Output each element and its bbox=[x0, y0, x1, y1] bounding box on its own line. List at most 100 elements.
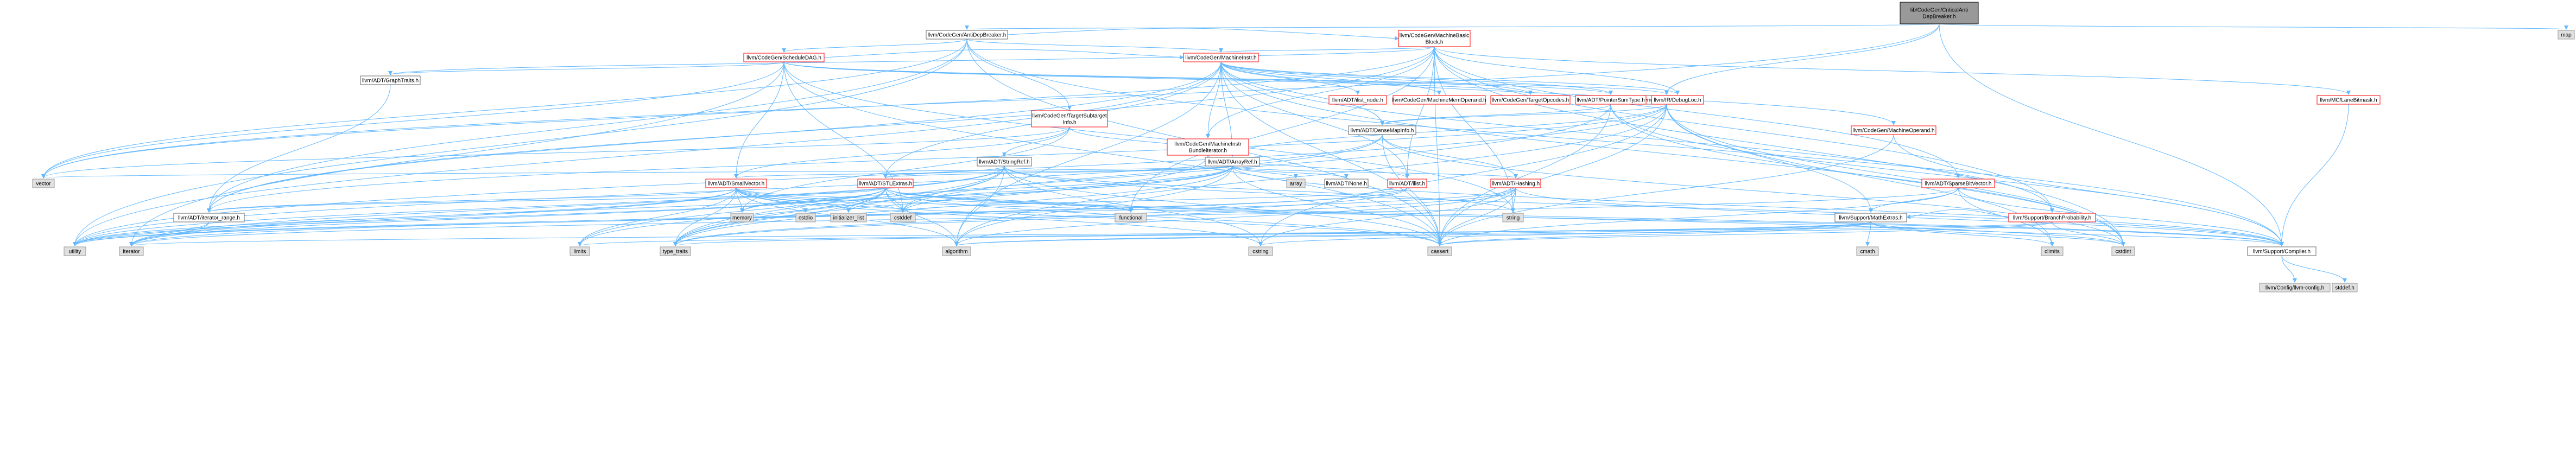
dependency-edge bbox=[673, 221, 1871, 246]
dependency-edge bbox=[954, 165, 1233, 246]
dependency-edge bbox=[1004, 165, 2284, 246]
dependency-edge bbox=[1893, 134, 2284, 246]
graph-node-pst[interactable]: llvm/ADT/PointerSumType.h bbox=[1575, 95, 1647, 105]
dependency-edge bbox=[1906, 209, 2009, 219]
graph-node-box bbox=[926, 30, 1008, 40]
graph-node-mop[interactable]: llvm/CodeGen/MachineOperand.h bbox=[1851, 125, 1936, 135]
graph-node-label: Info.h bbox=[1062, 120, 1076, 126]
graph-node-label: cstddef bbox=[894, 215, 912, 221]
dependency-edge bbox=[1380, 104, 1667, 125]
graph-node-debugloc[interactable]: llvm/IR/DebugLoc.h bbox=[1651, 95, 1704, 105]
graph-node-label: llvm/ADT/ArrayRef.h bbox=[1207, 160, 1257, 165]
dependency-edge bbox=[673, 165, 1005, 246]
dependency-edge bbox=[1438, 187, 1516, 246]
dependency-edge bbox=[73, 134, 1383, 246]
dependency-edge bbox=[129, 187, 886, 246]
dependency-edge bbox=[1434, 46, 1680, 95]
graph-node-hashing[interactable]: llvm/ADT/Hashing.h bbox=[1490, 179, 1541, 188]
dependency-edge bbox=[966, 23, 1940, 30]
graph-node-box bbox=[2041, 246, 2064, 256]
graph-node-label: llvm/Support/Compiler.h bbox=[2253, 249, 2311, 255]
dependency-edge bbox=[1865, 221, 1871, 246]
dependency-edge bbox=[1870, 221, 2054, 246]
graph-node-typetraits: type_traits bbox=[660, 246, 691, 256]
graph-node-box bbox=[119, 246, 144, 256]
graph-node-box bbox=[942, 246, 971, 256]
dependency-edge bbox=[885, 187, 1442, 246]
graph-node-label: llvm/ADT/SparseBitVector.h bbox=[1925, 181, 1992, 187]
graph-node-label: utility bbox=[69, 249, 81, 255]
graph-node-box bbox=[660, 246, 691, 256]
graph-node-box bbox=[1167, 138, 1249, 156]
graph-node-climits: climits bbox=[2041, 246, 2064, 256]
graph-node-sdag[interactable]: llvm/CodeGen/ScheduleDAG.h bbox=[743, 53, 825, 62]
graph-node-itrange[interactable]: llvm/ADT/iterator_range.h bbox=[173, 213, 245, 222]
graph-node-label: llvm/Config/llvm-config.h bbox=[2265, 285, 2324, 291]
dependency-edge bbox=[1939, 23, 2284, 246]
dependency-edge bbox=[1438, 187, 1959, 246]
graph-node-iterh[interactable]: llvm/ADT/ilist.h bbox=[1387, 179, 1427, 188]
graph-node-dmi[interactable]: llvm/ADT/DenseMapInfo.h bbox=[1348, 125, 1416, 135]
dependency-edge bbox=[1382, 134, 1442, 246]
graph-node-mmo[interactable]: llvm/CodeGen/MachineMemOperand.h bbox=[1392, 95, 1486, 105]
graph-node-label: algorithm bbox=[945, 249, 967, 255]
graph-node-lanebitmask[interactable]: llvm/MC/LaneBitmask.h bbox=[2316, 95, 2381, 105]
graph-node-iterator: iterator bbox=[119, 246, 144, 256]
graph-node-box bbox=[32, 179, 55, 188]
graph-node-mathextras[interactable]: llvm/Support/MathExtras.h bbox=[1834, 213, 1907, 222]
graph-node-label: array bbox=[1290, 181, 1302, 187]
graph-node-label: cmath bbox=[1860, 249, 1875, 255]
graph-node-mi[interactable]: llvm/CodeGen/MachineInstr.h bbox=[1183, 53, 1259, 62]
dependency-edge bbox=[1220, 61, 2054, 213]
dependency-edge bbox=[1206, 46, 1435, 138]
graph-node-cstddef: cstddef bbox=[890, 213, 916, 222]
graph-node-label: Bundlelterator.h bbox=[1189, 148, 1227, 154]
graph-node-utility: utility bbox=[64, 246, 86, 256]
graph-node-smallvector[interactable]: llvm/ADT/SmallVector.h bbox=[705, 179, 767, 188]
dependency-edge bbox=[954, 61, 1221, 246]
dependency-edge bbox=[2280, 104, 2349, 246]
graph-node-sparsebv[interactable]: llvm/ADT/SparseBitVector.h bbox=[1921, 179, 1995, 188]
dependency-edge bbox=[966, 39, 1223, 53]
graph-node-branchprob[interactable]: llvm/Support/BranchProbability.h bbox=[2008, 213, 2096, 222]
dependency-edge bbox=[207, 187, 737, 213]
dependency-edge bbox=[824, 49, 1184, 60]
dependency-edge bbox=[1405, 46, 1435, 179]
graph-node-box bbox=[1427, 246, 1452, 256]
graph-node-cmath: cmath bbox=[1856, 246, 1879, 256]
graph-node-arrayref[interactable]: llvm/ADT/ArrayRef.h bbox=[1205, 157, 1260, 167]
dependency-edge bbox=[954, 221, 1871, 246]
graph-node-vector: vector bbox=[32, 179, 55, 188]
graph-node-initlist: initializer_list bbox=[830, 213, 867, 222]
graph-node-functional: functional bbox=[1115, 213, 1147, 222]
graph-node-stringref[interactable]: llvm/ADT/StringRef.h bbox=[977, 157, 1032, 167]
graph-node-label: type_traits bbox=[663, 249, 688, 255]
graph-node-label: limits bbox=[574, 249, 586, 255]
graph-node-graphtraits[interactable]: llvm/ADT/GraphTraits.h bbox=[360, 75, 421, 85]
dependency-edge bbox=[41, 23, 1940, 179]
dependency-edge bbox=[388, 46, 1435, 75]
graph-node-ilist[interactable]: llvm/ADT/ilist_node.h bbox=[1328, 95, 1387, 105]
graph-node-cstdio: cstdio bbox=[795, 213, 816, 222]
dependency-edge bbox=[901, 187, 1408, 213]
graph-node-top[interactable]: llvm/CodeGen/TargetOpcodes.h bbox=[1490, 95, 1571, 105]
graph-node-box bbox=[743, 53, 825, 62]
graph-node-none[interactable]: llvm/ADT/None.h bbox=[1324, 179, 1369, 188]
dependency-edge bbox=[1438, 104, 1667, 246]
dependency-edge bbox=[129, 165, 1233, 246]
graph-node-stlextras[interactable]: llvm/ADT/STLExtras.h bbox=[857, 179, 914, 188]
graph-node-antidep[interactable]: llvm/CodeGen/AntiDepBreaker.h bbox=[926, 30, 1008, 40]
graph-node-compiler[interactable]: llvm/Support/Compiler.h bbox=[2247, 246, 2316, 256]
dependency-edge bbox=[1230, 104, 1667, 157]
dependency-edge bbox=[1666, 104, 2125, 246]
graph-node-mibb[interactable]: llvm/CodeGen/MachineInstrBundlelterator.… bbox=[1167, 138, 1249, 156]
dependency-edge bbox=[1958, 187, 2054, 246]
graph-node-box bbox=[2332, 283, 2358, 292]
graph-node-box bbox=[2558, 30, 2575, 40]
dependency-edge bbox=[736, 187, 905, 213]
graph-node-box bbox=[64, 246, 86, 256]
